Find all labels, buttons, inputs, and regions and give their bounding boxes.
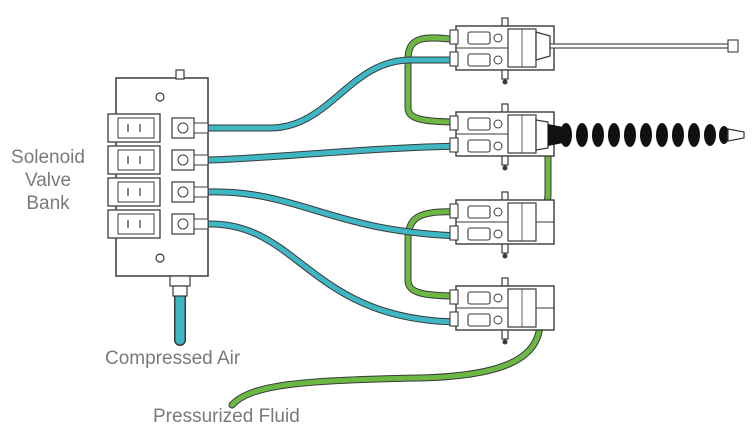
pressurized-fluid-label: Pressurized Fluid bbox=[153, 406, 300, 427]
solenoid-valve-4 bbox=[107, 209, 209, 239]
bank-label-line-2: Valve bbox=[24, 170, 72, 191]
bank-label-line-3: Bank bbox=[26, 193, 70, 214]
fluid-loop-hoses bbox=[404, 34, 552, 300]
straight-nozzle bbox=[535, 31, 739, 61]
air-inlet-fitting bbox=[169, 275, 191, 297]
flexible-nozzle bbox=[535, 119, 745, 151]
solenoid-valve-2 bbox=[107, 145, 209, 175]
mounting-hole-top bbox=[155, 92, 165, 102]
spray-valve-3 bbox=[449, 191, 555, 260]
solenoid-valve-1 bbox=[107, 113, 209, 143]
compressed-air-label: Compressed Air bbox=[105, 348, 241, 369]
bank-label-line-1: Solenoid bbox=[11, 147, 85, 168]
mounting-hole-bottom bbox=[155, 253, 165, 263]
solenoid-valve-bank bbox=[107, 69, 209, 297]
air-hoses bbox=[174, 56, 466, 346]
solenoid-valve-3 bbox=[107, 177, 209, 207]
solenoid-valve-bank-label: Solenoid Valve Bank bbox=[0, 146, 96, 215]
